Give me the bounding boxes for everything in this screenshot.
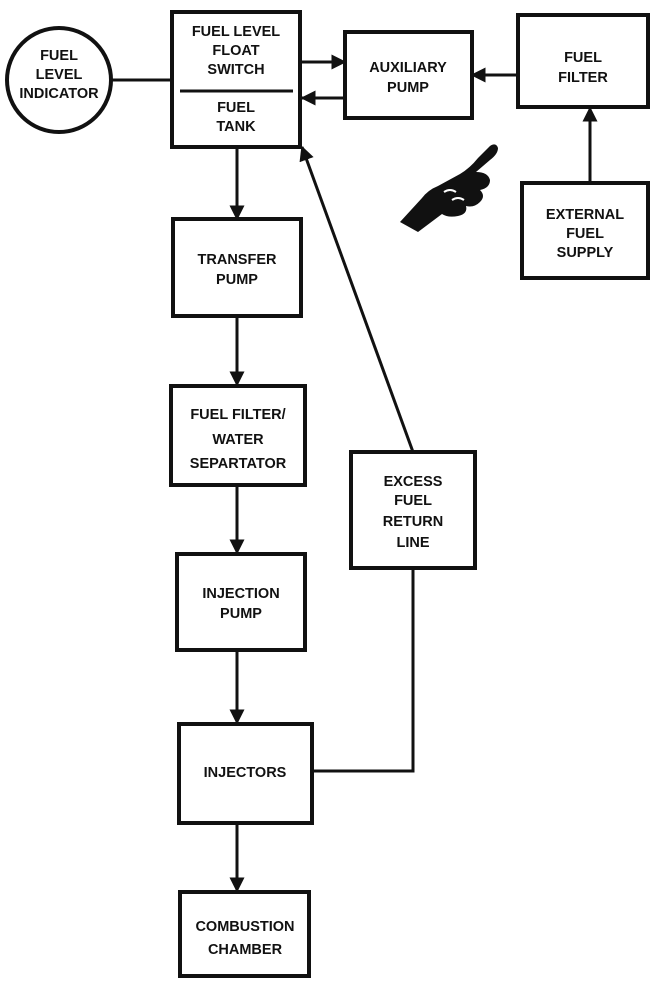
svg-text:INDICATOR: INDICATOR: [19, 86, 99, 102]
external-fuel-supply-line-2: FUEL: [566, 226, 604, 242]
filter-separator-node: FUEL FILTER/ WATER SEPARTATOR: [169, 384, 307, 487]
fuel-tank-line-2: TANK: [216, 119, 256, 135]
fuel-filter-node: FUEL FILTER: [516, 13, 650, 109]
svg-text:FUEL: FUEL: [40, 48, 78, 64]
combustion-chamber-line-1: COMBUSTION: [195, 919, 294, 935]
injectors-node: INJECTORS: [177, 722, 314, 825]
fuel-level-indicator-line-3: INDICATOR: [19, 86, 99, 102]
injection-pump-node: INJECTION PUMP: [175, 552, 307, 652]
filter-separator-line-1: FUEL FILTER/: [190, 407, 285, 423]
external-fuel-supply-line-3: SUPPLY: [557, 245, 614, 261]
combustion-chamber-line-2: CHAMBER: [208, 942, 283, 958]
pointing-hand-icon: [400, 144, 498, 232]
excess-fuel-return-node: EXCESS FUEL RETURN LINE: [349, 450, 477, 570]
auxiliary-pump-line-2: PUMP: [387, 80, 429, 96]
excess-fuel-return-line-4: LINE: [396, 535, 429, 551]
injectors-line-1: INJECTORS: [204, 765, 287, 781]
transfer-pump-node: TRANSFER PUMP: [171, 217, 303, 318]
auxiliary-pump-node: AUXILIARY PUMP: [343, 30, 474, 120]
fuel-level-indicator-line-2: LEVEL: [36, 67, 83, 83]
float-switch-line-2: FLOAT: [212, 43, 259, 59]
external-fuel-supply-line-1: EXTERNAL: [546, 207, 624, 223]
filter-separator-line-2: WATER: [212, 432, 264, 448]
fuel-filter-line-2: FILTER: [558, 70, 608, 86]
fuel-filter-line-1: FUEL: [564, 50, 602, 66]
injection-pump-line-2: PUMP: [220, 606, 262, 622]
transfer-pump-line-2: PUMP: [216, 272, 258, 288]
fuel-tank-line-1: FUEL: [217, 100, 255, 116]
combustion-chamber-node: COMBUSTION CHAMBER: [178, 890, 311, 978]
connectors: [110, 54, 598, 893]
filter-separator-line-3: SEPARTATOR: [190, 456, 287, 472]
float-switch-line-1: FUEL LEVEL: [192, 24, 280, 40]
injection-pump-line-1: INJECTION: [202, 586, 279, 602]
return-line-to-tank-arrow: [299, 145, 415, 453]
transfer-pump-line-1: TRANSFER: [198, 252, 277, 268]
excess-fuel-return-line-1: EXCESS: [384, 474, 443, 490]
injectors-to-return-line: [312, 568, 415, 773]
external-fuel-supply-node: EXTERNAL FUEL SUPPLY: [520, 181, 650, 280]
excess-fuel-return-line-2: FUEL: [394, 493, 432, 509]
auxiliary-pump-line-1: AUXILIARY: [369, 60, 447, 76]
fuel-tank-node: FUEL LEVEL FLOAT SWITCH FUEL TANK: [170, 10, 302, 149]
svg-text:LEVEL: LEVEL: [36, 67, 83, 83]
excess-fuel-return-line-3: RETURN: [383, 514, 443, 530]
fuel-level-indicator-line-1: FUEL: [40, 48, 78, 64]
float-switch-line-3: SWITCH: [207, 62, 264, 78]
fuel-level-indicator-node: FUEL LEVEL INDICATOR: [5, 26, 113, 134]
